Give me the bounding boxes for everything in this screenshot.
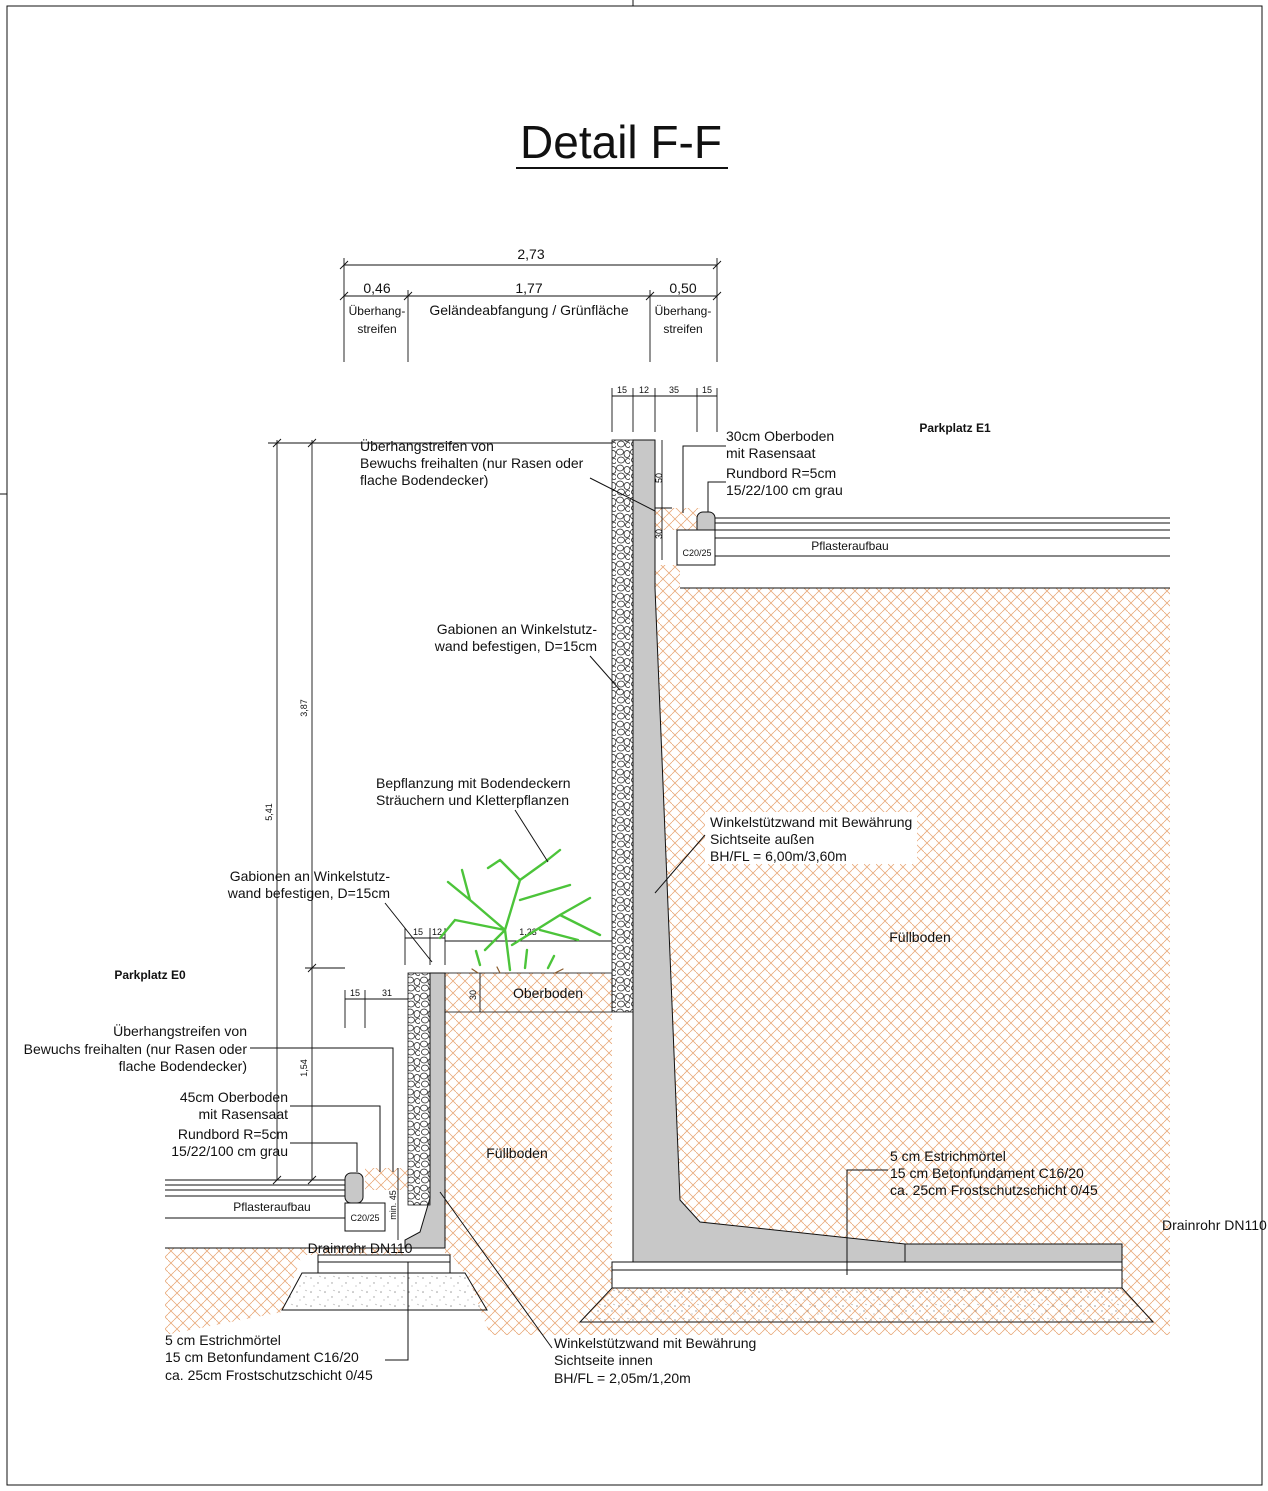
svg-text:1,23: 1,23 bbox=[519, 927, 537, 937]
svg-text:ca. 25cm Frostschutzschicht 0/: ca. 25cm Frostschutzschicht 0/45 bbox=[890, 1182, 1098, 1198]
gabion-low bbox=[407, 972, 431, 1206]
wall-small-note: Winkelstützwand mit Bewährung bbox=[554, 1335, 756, 1351]
low-curb-note: Rundbord R=5cm bbox=[178, 1126, 288, 1142]
svg-text:31: 31 bbox=[382, 988, 392, 998]
pflaster-top-label: Pflasteraufbau bbox=[811, 539, 888, 553]
low-soil-note: 45cm Oberboden bbox=[180, 1089, 288, 1105]
svg-text:15: 15 bbox=[350, 988, 360, 998]
svg-text:15/22/100 cm grau: 15/22/100 cm grau bbox=[726, 482, 843, 498]
svg-text:35: 35 bbox=[669, 385, 679, 395]
curb-foundation-low bbox=[344, 1202, 386, 1232]
shrub-planting bbox=[438, 848, 602, 974]
top-curb-note: Rundbord R=5cm bbox=[726, 465, 836, 481]
svg-text:Sichtseite außen: Sichtseite außen bbox=[710, 831, 814, 847]
top-overhang-note: Überhangstreifen von bbox=[360, 437, 494, 454]
top-soil-note: 30cm Oberboden bbox=[726, 428, 834, 444]
svg-text:flache Bodendecker): flache Bodendecker) bbox=[119, 1058, 247, 1074]
gabion-top bbox=[611, 439, 634, 1013]
fill-right-label: Füllboden bbox=[889, 929, 951, 945]
foundation-large bbox=[611, 1261, 1123, 1289]
svg-text:15: 15 bbox=[702, 385, 712, 395]
upper-parking-section: C20/25 Pflasteraufbau Parkplatz E1 bbox=[676, 421, 1170, 589]
svg-text:mit Rasensaat: mit Rasensaat bbox=[726, 445, 816, 461]
svg-text:50: 50 bbox=[654, 473, 664, 483]
low-overhang-note: Überhangstreifen von bbox=[113, 1022, 247, 1039]
svg-text:3,87: 3,87 bbox=[299, 699, 309, 717]
svg-text:12: 12 bbox=[432, 927, 442, 937]
dim-left-strip: 0,46 bbox=[363, 280, 390, 296]
upper-wall-dimensions: 15 12 35 15 50 30 bbox=[611, 385, 718, 560]
drain-right-label: Drainrohr DN110 bbox=[1162, 1217, 1267, 1233]
drain-low-label: Drainrohr DN110 bbox=[308, 1240, 413, 1256]
c2025-top-label: C20/25 bbox=[682, 548, 711, 558]
wall-large-note: Winkelstützwand mit Bewährung bbox=[710, 814, 912, 830]
top-dimension-chain: 2,73 0,46 1,77 0,50 Überhang- streifen G… bbox=[339, 246, 722, 362]
gabion-low-note: Gabionen an Winkelstutz- bbox=[230, 868, 391, 884]
pflaster-low-label: Pflasteraufbau bbox=[233, 1200, 310, 1214]
soil-areas bbox=[165, 508, 1170, 1335]
foundation-low-note: 5 cm Estrichmörtel bbox=[165, 1332, 281, 1348]
svg-text:5,41: 5,41 bbox=[264, 803, 274, 821]
small-retaining-wall bbox=[281, 972, 488, 1311]
parkplatz-e1-label: Parkplatz E1 bbox=[919, 421, 991, 435]
svg-text:Sichtseite innen: Sichtseite innen bbox=[554, 1352, 653, 1368]
dim-right-strip: 0,50 bbox=[669, 280, 696, 296]
svg-text:15 cm Betonfundament C16/20: 15 cm Betonfundament C16/20 bbox=[165, 1349, 359, 1365]
svg-text:15: 15 bbox=[413, 927, 423, 937]
sheet-frame bbox=[6, 5, 1263, 1486]
center-label: Geländeabfangung / Grünfläche bbox=[429, 302, 628, 318]
gabion-top-note: Gabionen an Winkelstutz- bbox=[437, 621, 598, 637]
svg-text:15 cm Betonfundament C16/20: 15 cm Betonfundament C16/20 bbox=[890, 1165, 1084, 1181]
planting-note: Bepflanzung mit Bodendeckern bbox=[376, 775, 571, 791]
svg-text:min. 45: min. 45 bbox=[388, 1190, 398, 1220]
parkplatz-e0-label: Parkplatz E0 bbox=[114, 968, 186, 982]
svg-text:30: 30 bbox=[654, 529, 664, 539]
svg-text:15/22/100 cm grau: 15/22/100 cm grau bbox=[171, 1143, 288, 1159]
svg-text:BH/FL = 6,00m/3,60m: BH/FL = 6,00m/3,60m bbox=[710, 848, 847, 864]
svg-text:30: 30 bbox=[468, 990, 478, 1000]
svg-text:wand befestigen, D=15cm: wand befestigen, D=15cm bbox=[434, 638, 597, 654]
lower-wall-dimensions: 15 12 15 31 1,23 30 min. 45 bbox=[344, 927, 612, 1240]
dim-center: 1,77 bbox=[515, 280, 542, 296]
svg-text:streifen: streifen bbox=[357, 322, 396, 336]
svg-text:ca. 25cm Frostschutzschicht 0/: ca. 25cm Frostschutzschicht 0/45 bbox=[165, 1367, 373, 1383]
svg-text:flache Bodendecker): flache Bodendecker) bbox=[360, 472, 488, 488]
right-strip-label: Überhang- bbox=[655, 304, 712, 318]
svg-text:12: 12 bbox=[639, 385, 649, 395]
curb-low bbox=[344, 1172, 364, 1204]
svg-text:1,54: 1,54 bbox=[299, 1059, 309, 1077]
svg-text:BH/FL = 2,05m/1,20m: BH/FL = 2,05m/1,20m bbox=[554, 1370, 691, 1386]
svg-text:wand befestigen, D=15cm: wand befestigen, D=15cm bbox=[227, 885, 390, 901]
curb-foundation-top bbox=[676, 529, 716, 566]
foundation-small bbox=[317, 1254, 451, 1274]
large-retaining-wall bbox=[578, 439, 1155, 1323]
svg-text:15: 15 bbox=[617, 385, 627, 395]
frost-layer-small bbox=[281, 1272, 488, 1311]
dim-total-width: 2,73 bbox=[517, 246, 544, 262]
page-title: Detail F-F bbox=[520, 116, 722, 168]
oberboden-label: Oberboden bbox=[513, 985, 583, 1001]
svg-text:mit Rasensaat: mit Rasensaat bbox=[199, 1106, 289, 1122]
svg-text:Sträuchern und Kletterpflanzen: Sträuchern und Kletterpflanzen bbox=[376, 792, 569, 808]
foundation-right-note: 5 cm Estrichmörtel bbox=[890, 1148, 1006, 1164]
svg-text:Bewuchs freihalten (nur Rasen: Bewuchs freihalten (nur Rasen oder bbox=[24, 1041, 248, 1057]
annotations: Überhangstreifen von Bewuchs freihalten … bbox=[24, 428, 1267, 1386]
frost-layer-large bbox=[578, 1287, 1155, 1323]
left-strip-label: Überhang- bbox=[349, 304, 406, 318]
height-dimensions: 5,41 3,87 1,54 bbox=[264, 438, 612, 1185]
svg-text:Bewuchs freihalten (nur Rasen: Bewuchs freihalten (nur Rasen oder bbox=[360, 455, 584, 471]
svg-text:streifen: streifen bbox=[663, 322, 702, 336]
fill-mid-label: Füllboden bbox=[486, 1145, 548, 1161]
lower-parking-section: C20/25 Pflasteraufbau Parkplatz E0 Drain… bbox=[114, 968, 412, 1256]
c2025-low-label: C20/25 bbox=[350, 1213, 379, 1223]
